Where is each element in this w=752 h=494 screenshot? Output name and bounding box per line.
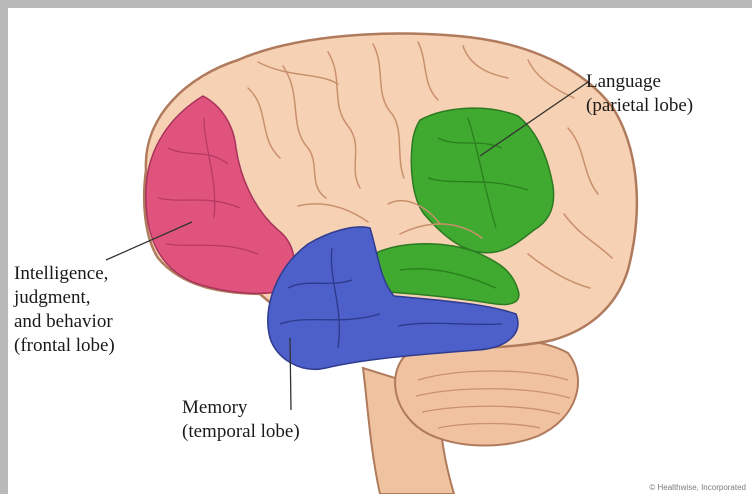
- diagram-frame: Language (parietal lobe) Intelligence, j…: [8, 8, 752, 494]
- frontal-label-line2: judgment,: [14, 286, 115, 310]
- language-label-line1: Language: [586, 70, 693, 94]
- language-label-line2: (parietal lobe): [586, 94, 693, 118]
- memory-label: Memory (temporal lobe): [182, 396, 300, 444]
- frontal-label-line1: Intelligence,: [14, 262, 115, 286]
- memory-label-line1: Memory: [182, 396, 300, 420]
- memory-label-line2: (temporal lobe): [182, 420, 300, 444]
- copyright-credit: © Healthwise, Incorporated: [649, 483, 746, 492]
- frontal-label-line4: (frontal lobe): [14, 334, 115, 358]
- frontal-label: Intelligence, judgment, and behavior (fr…: [14, 262, 115, 358]
- language-label: Language (parietal lobe): [586, 70, 693, 118]
- frontal-label-line3: and behavior: [14, 310, 115, 334]
